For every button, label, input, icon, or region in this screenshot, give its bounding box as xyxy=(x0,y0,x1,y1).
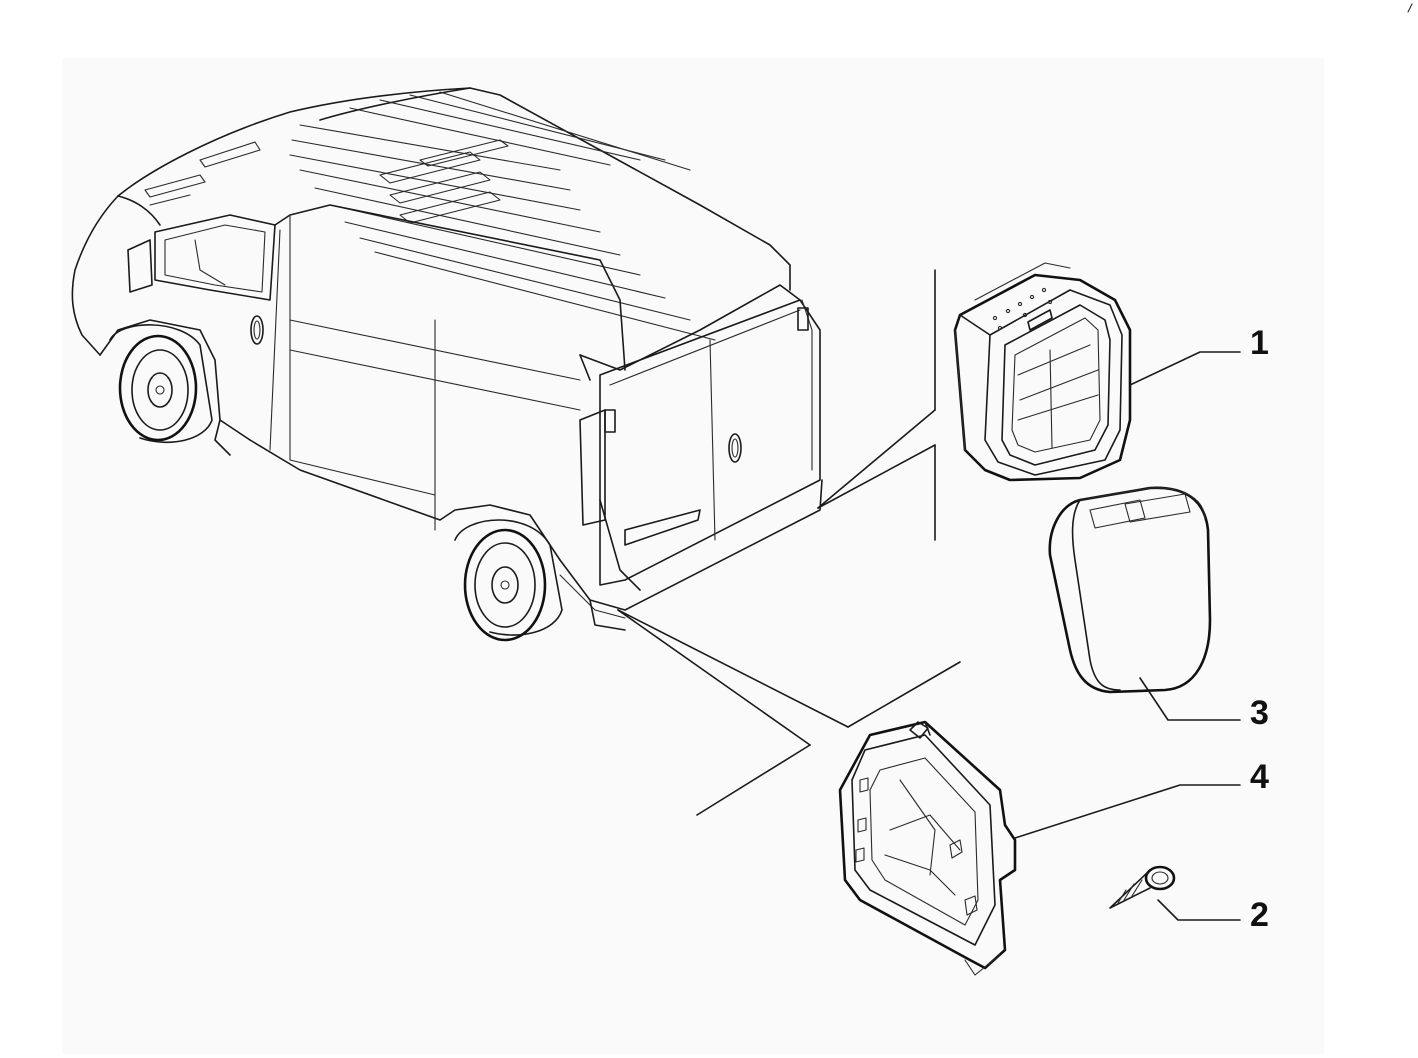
vent-cover-icon xyxy=(1048,486,1212,694)
callout-4-label: 4 xyxy=(1250,758,1269,796)
screw-icon xyxy=(1109,865,1176,909)
vent-grille-frame-icon xyxy=(953,262,1132,482)
callout-1-label: 1 xyxy=(1250,324,1269,362)
callout-2-label: 2 xyxy=(1250,896,1269,934)
callout-leaders xyxy=(1014,351,1241,921)
van-illustration-icon xyxy=(71,87,823,642)
rear-wheel-icon xyxy=(454,519,563,642)
leader-lines xyxy=(617,269,961,816)
callout-3-label: 3 xyxy=(1250,694,1269,732)
front-wheel-icon xyxy=(109,324,213,444)
corner-mark xyxy=(1407,3,1413,13)
vent-housing-icon xyxy=(838,720,1017,976)
